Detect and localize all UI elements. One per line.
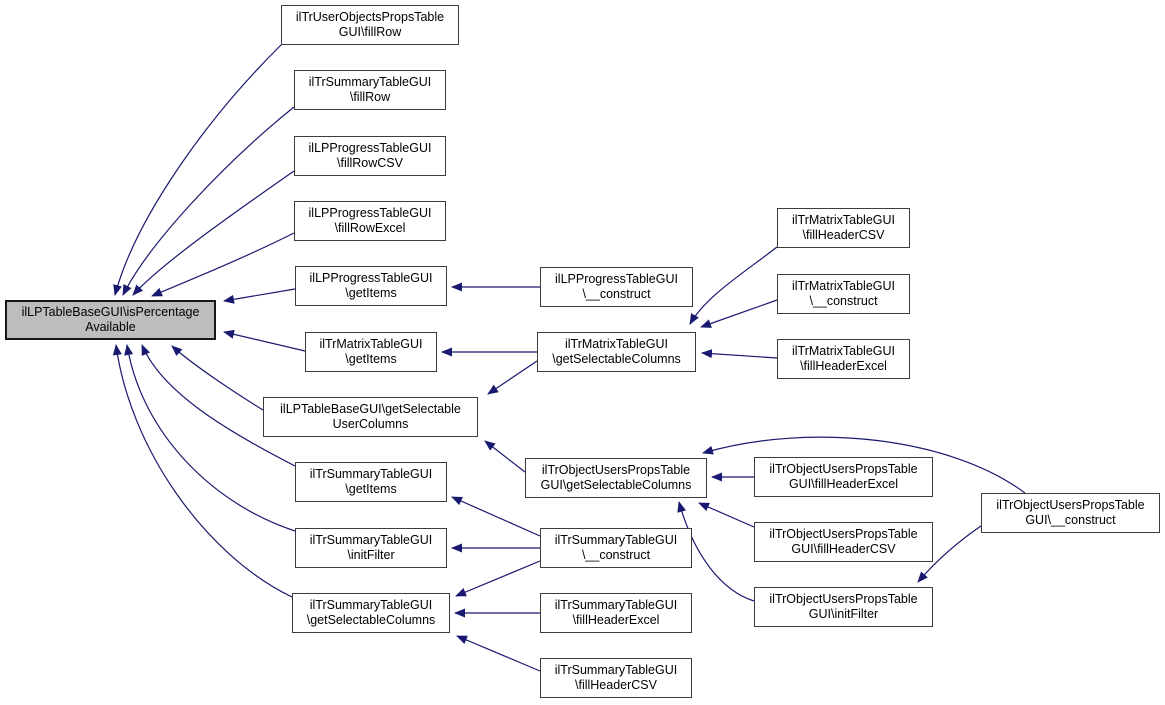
edge-objectusers-getselectablecolumns-to-usercolumns — [484, 440, 526, 473]
node-label-line1: ilTrSummaryTableGUI — [309, 597, 433, 612]
node-label-line1: ilTrObjectUsersPropsTable — [541, 462, 691, 477]
edge-objectusers-construct-to-getselectablecolumns — [702, 436, 1026, 494]
node-ilTrSummaryTableGUI-getSelectableColumns[interactable]: ilTrSummaryTableGUI \getSelectableColumn… — [292, 593, 450, 633]
node-label-line1: ilLPProgressTableGUI — [308, 140, 432, 155]
node-label-line1: ilLPProgressTableGUI — [308, 205, 432, 220]
edge-summary-fillheadercsv-to-getselectablecolumns — [456, 635, 541, 672]
node-ilLPProgressTableGUI-fillRowExcel[interactable]: ilLPProgressTableGUI \fillRowExcel — [294, 201, 446, 241]
node-label-line2: \getSelectableColumns — [552, 352, 681, 366]
node-label-line1: ilTrObjectUsersPropsTable — [996, 497, 1145, 512]
edge-objectusers-construct-to-initfilter — [917, 525, 982, 583]
node-label-line2: Available — [85, 320, 136, 334]
edge-summary-fillrow-to-main — [122, 106, 295, 296]
node-ilTrSummaryTableGUI-fillHeaderExcel[interactable]: ilTrSummaryTableGUI \fillHeaderExcel — [540, 593, 692, 633]
node-label-line2: \__construct — [581, 548, 651, 562]
node-ilTrSummaryTableGUI-fillRow[interactable]: ilTrSummaryTableGUI \fillRow — [294, 70, 446, 110]
node-label-line1: ilTrSummaryTableGUI — [554, 662, 678, 677]
node-label-line1: ilTrObjectUsersPropsTable — [769, 591, 918, 606]
node-label-line1: ilTrMatrixTableGUI — [564, 336, 669, 351]
node-ilTrSummaryTableGUI-getItems[interactable]: ilTrSummaryTableGUI \getItems — [295, 462, 447, 502]
node-label-line2: \fillHeaderExcel — [572, 613, 660, 627]
node-ilTrMatrixTableGUI-fillHeaderExcel[interactable]: ilTrMatrixTableGUI \fillHeaderExcel — [777, 339, 910, 379]
edge-lpprogress-getitems-to-main — [223, 288, 296, 304]
edge-matrix-construct-to-getselectablecolumns — [700, 299, 778, 328]
node-label-line1: ilTrSummaryTableGUI — [308, 74, 432, 89]
edge-userobjects-fillrow-to-main — [113, 43, 283, 296]
node-ilLPTableBaseGUI-getSelectableUserColumns[interactable]: ilLPTableBaseGUI\getSelectable UserColum… — [263, 397, 478, 437]
node-label-line1: ilTrSummaryTableGUI — [554, 532, 678, 547]
edge-objectusers-initfilter-to-getselectablecolumns — [677, 501, 755, 602]
edge-matrix-fillheaderexcel-to-getselectablecolumns — [701, 349, 778, 359]
node-ilTrUserObjectsPropsTableGUI-fillRow[interactable]: ilTrUserObjectsPropsTable GUI\fillRow — [281, 5, 459, 45]
node-label-line2: \initFilter — [347, 548, 395, 562]
node-ilTrObjectUsersPropsTableGUI-getSelectableColumns[interactable]: ilTrObjectUsersPropsTable GUI\getSelecta… — [525, 458, 707, 498]
node-label-line2: UserColumns — [332, 417, 409, 431]
node-ilTrObjectUsersPropsTableGUI-initFilter[interactable]: ilTrObjectUsersPropsTable GUI\initFilter — [754, 587, 933, 627]
node-label-line2: \getItems — [345, 352, 397, 366]
node-ilLPProgressTableGUI-fillRowCSV[interactable]: ilLPProgressTableGUI \fillRowCSV — [294, 136, 446, 176]
node-label-line1: ilLPProgressTableGUI — [309, 270, 433, 285]
edge-fillrowcsv-to-main — [132, 170, 295, 296]
node-label-line1: ilTrSummaryTableGUI — [309, 532, 433, 547]
edge-matrix-getitems-to-main — [223, 329, 306, 352]
node-ilLPProgressTableGUI-getItems[interactable]: ilLPProgressTableGUI \getItems — [295, 266, 447, 306]
edge-summary-initfilter-to-main — [124, 344, 296, 532]
node-label-line2: GUI\fillHeaderCSV — [791, 542, 896, 556]
node-label-line2: \fillHeaderCSV — [575, 678, 657, 692]
node-label-line1: ilTrObjectUsersPropsTable — [769, 461, 918, 476]
node-label-line1: ilTrUserObjectsPropsTable — [295, 9, 445, 24]
edge-fillrowexcel-to-main — [151, 232, 295, 297]
node-label-line2: \getItems — [345, 482, 397, 496]
edge-summary-getselectablecolumns-to-main — [112, 344, 293, 598]
node-ilLPTableBaseGUI-isPercentageAvailable: ilLPTableBaseGUI\isPercentage Available — [5, 300, 216, 340]
node-label-line1: ilTrSummaryTableGUI — [554, 597, 678, 612]
node-label-line1: ilLPTableBaseGUI\getSelectable — [280, 401, 461, 416]
edge-matrix-fillheadercsv-to-getselectablecolumns — [689, 246, 778, 325]
node-label-line2: GUI\fillRow — [338, 25, 402, 39]
edge-summary-construct-to-getselectablecolumns — [455, 560, 541, 597]
edge-getselectableusercolumns-to-main — [171, 345, 264, 411]
node-label-line1: ilLPProgressTableGUI — [555, 271, 678, 286]
node-ilTrMatrixTableGUI-getItems[interactable]: ilTrMatrixTableGUI \getItems — [305, 332, 437, 372]
edge-summary-construct-to-getitems — [451, 496, 541, 537]
edge-objectusers-fillheadercsv-to-getselectablecolumns — [698, 502, 755, 528]
node-ilTrSummaryTableGUI-fillHeaderCSV[interactable]: ilTrSummaryTableGUI \fillHeaderCSV — [540, 658, 692, 698]
node-label-line2: \fillHeaderCSV — [802, 228, 885, 242]
node-ilTrObjectUsersPropsTableGUI-fillHeaderCSV[interactable]: ilTrObjectUsersPropsTable GUI\fillHeader… — [754, 522, 933, 562]
node-label-line1: ilTrMatrixTableGUI — [791, 278, 896, 293]
node-ilTrSummaryTableGUI-construct[interactable]: ilTrSummaryTableGUI \__construct — [540, 528, 692, 568]
node-label-line2: \fillRowExcel — [334, 221, 406, 235]
node-label-line1: ilTrMatrixTableGUI — [791, 212, 896, 227]
node-label-line2: \__construct — [809, 294, 878, 308]
node-label-line1: ilTrMatrixTableGUI — [791, 343, 896, 358]
node-label-line2: \fillRowCSV — [337, 156, 403, 170]
node-ilTrObjectUsersPropsTableGUI-construct[interactable]: ilTrObjectUsersPropsTable GUI\__construc… — [981, 493, 1160, 533]
node-label-line1: ilLPTableBaseGUI\isPercentage — [21, 304, 200, 319]
node-label-line1: ilTrMatrixTableGUI — [319, 336, 423, 351]
node-label-line2: GUI\getSelectableColumns — [540, 478, 692, 492]
node-label-line1: ilTrSummaryTableGUI — [309, 466, 433, 481]
node-label-line2: \__construct — [582, 287, 651, 301]
node-label-line1: ilTrObjectUsersPropsTable — [769, 526, 918, 541]
node-ilTrSummaryTableGUI-initFilter[interactable]: ilTrSummaryTableGUI \initFilter — [295, 528, 447, 568]
node-ilTrMatrixTableGUI-construct[interactable]: ilTrMatrixTableGUI \__construct — [777, 274, 910, 314]
node-label-line2: GUI\fillHeaderExcel — [788, 477, 899, 491]
node-label-line2: \getSelectableColumns — [306, 613, 436, 627]
node-label-line2: \getItems — [345, 286, 397, 300]
node-label-line2: \fillHeaderExcel — [800, 359, 887, 373]
node-ilTrMatrixTableGUI-getSelectableColumns[interactable]: ilTrMatrixTableGUI \getSelectableColumns — [537, 332, 696, 372]
node-ilTrMatrixTableGUI-fillHeaderCSV[interactable]: ilTrMatrixTableGUI \fillHeaderCSV — [777, 208, 910, 248]
edge-summary-getitems-to-main — [141, 344, 296, 467]
node-ilTrObjectUsersPropsTableGUI-fillHeaderExcel[interactable]: ilTrObjectUsersPropsTable GUI\fillHeader… — [754, 457, 933, 497]
node-ilLPProgressTableGUI-construct[interactable]: ilLPProgressTableGUI \__construct — [540, 267, 693, 307]
node-label-line2: GUI\__construct — [1025, 513, 1116, 527]
node-label-line2: GUI\initFilter — [808, 607, 879, 621]
edge-matrix-getselectablecolumns-to-usercolumns — [487, 360, 538, 395]
node-label-line2: \fillRow — [349, 90, 391, 104]
